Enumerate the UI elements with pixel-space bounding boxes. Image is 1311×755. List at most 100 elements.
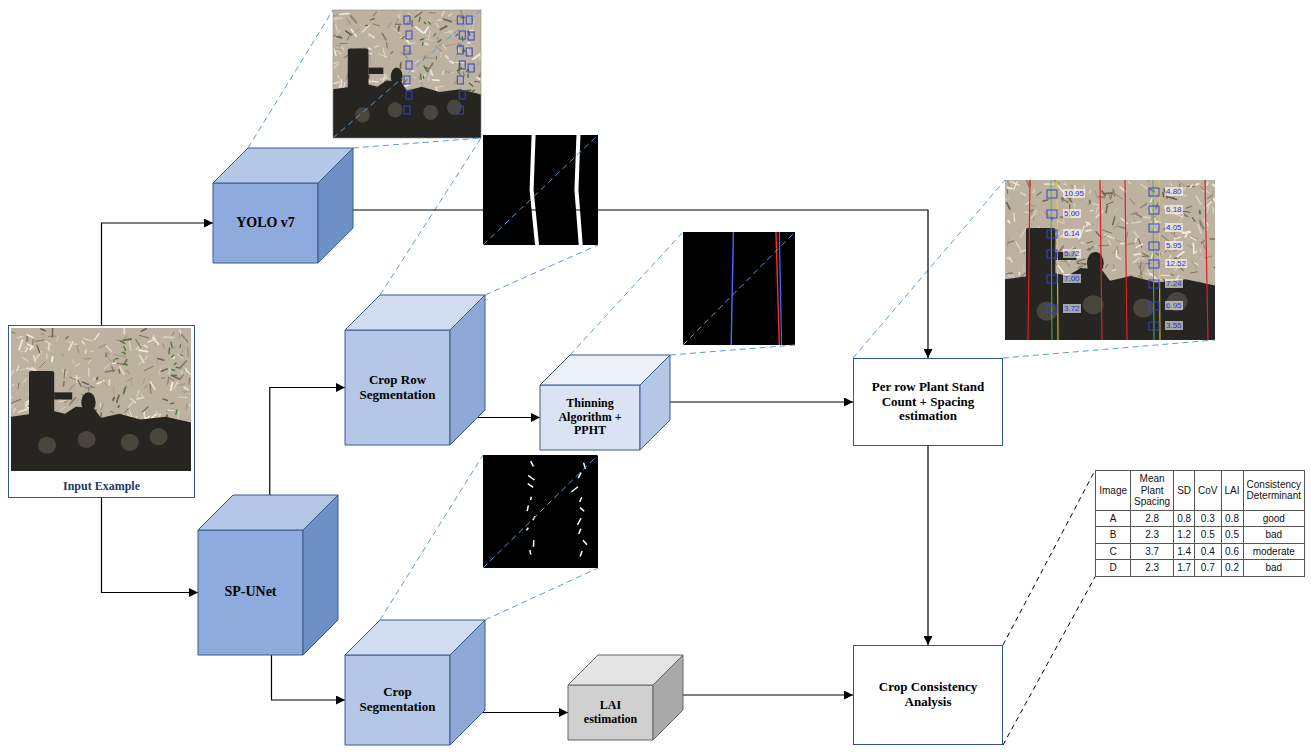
seedlings	[115, 341, 181, 418]
soil-speck	[477, 77, 481, 80]
soil-speck	[1057, 221, 1064, 224]
shadow-gap	[38, 437, 56, 454]
soil-speck	[149, 385, 151, 394]
soil-speck	[1086, 222, 1090, 224]
soil-speck	[1044, 212, 1051, 218]
crop-fragment	[528, 484, 533, 488]
soil-speck	[1184, 213, 1185, 217]
table-cell: 1.2	[1174, 527, 1195, 544]
soil-speck	[1062, 199, 1070, 203]
soil-speck	[333, 82, 340, 84]
table-cell: 2.3	[1131, 527, 1174, 544]
soil-speck	[1142, 255, 1148, 257]
table-cell: 0.7	[1195, 560, 1221, 577]
process-label: Crop Consistency Analysis	[860, 680, 996, 710]
shadow-gaps	[355, 100, 462, 123]
soil-speck	[346, 31, 352, 35]
soil-speck	[26, 336, 28, 341]
soil-speck	[1087, 248, 1089, 250]
soil-speck	[1074, 204, 1075, 207]
soil-speck	[368, 80, 378, 82]
shadow-gap	[355, 107, 370, 122]
soil-speck	[379, 54, 387, 57]
process-label: Per row Plant Stand Count + Spacing esti…	[860, 380, 996, 425]
callout-line	[1003, 470, 1095, 645]
soil-speck	[108, 380, 110, 385]
seedling	[428, 22, 430, 25]
soil-speck	[425, 39, 433, 40]
soil-speck	[131, 377, 132, 385]
table-cell: SD	[1174, 471, 1195, 511]
soil-speck	[1212, 209, 1214, 212]
soil-speck	[1187, 186, 1194, 188]
soil-speck	[41, 329, 45, 331]
soil-speck	[69, 342, 73, 350]
spacing-value: 3.55	[1165, 321, 1183, 330]
projection-line	[483, 455, 598, 568]
soil-speck	[46, 354, 48, 359]
soil-speck	[1142, 258, 1144, 260]
soil-speck	[1133, 258, 1140, 263]
soil-speck	[477, 63, 478, 65]
soil-speck	[61, 407, 65, 409]
seedling	[171, 342, 172, 347]
shadow-arm	[369, 68, 384, 74]
soil-speck	[339, 13, 348, 15]
soil-speck	[23, 379, 27, 383]
result-image	[1003, 180, 1223, 348]
flow-arrow	[270, 388, 345, 496]
process-box: Crop Consistency Analysis	[853, 645, 1003, 745]
image-frame	[333, 10, 481, 138]
soil-speck	[51, 357, 54, 361]
soil-speck	[1214, 267, 1215, 270]
soil-speck	[1027, 181, 1029, 187]
soil-speck	[413, 77, 415, 78]
soil-speck	[106, 355, 111, 361]
projection-lines	[380, 455, 598, 620]
seedling	[120, 341, 125, 344]
soil-speck	[386, 42, 388, 48]
soil-speck	[59, 400, 67, 401]
soil-speck	[1194, 263, 1197, 265]
soil-speck	[397, 27, 400, 31]
crop-fragment	[583, 540, 587, 544]
cube-shape	[345, 295, 485, 445]
soil-speck	[185, 404, 187, 409]
soil-speck	[168, 377, 169, 384]
soil-speck	[411, 55, 413, 57]
row-center-line	[1057, 180, 1058, 340]
soil-speck	[406, 40, 408, 42]
soil-speck	[369, 34, 374, 37]
soil-speck	[470, 30, 473, 32]
detection-box	[468, 64, 474, 72]
soil-speck	[125, 334, 127, 339]
soil-speck	[450, 61, 453, 63]
soil-speck	[1007, 258, 1010, 259]
soil-speck	[456, 34, 458, 36]
soil-speck	[19, 409, 28, 412]
soil-speck	[1089, 190, 1091, 194]
soil-speck	[82, 341, 85, 344]
soil-speck	[20, 368, 28, 370]
soil-speck	[1045, 183, 1054, 185]
text-area: YOLO v7	[213, 183, 318, 263]
soil-speck	[78, 380, 81, 386]
soil-speck	[85, 350, 87, 353]
projection-line	[333, 10, 481, 138]
soil-speck	[443, 19, 451, 22]
process-label: LAI estimation	[572, 699, 649, 727]
mask-ground	[683, 232, 795, 345]
soil-texture	[1005, 180, 1215, 340]
cube-front-face	[213, 183, 318, 263]
soil-speck	[90, 351, 93, 352]
spacing-value: 4.80	[1165, 187, 1183, 196]
soil-speck	[113, 398, 114, 400]
cube-side-face	[640, 355, 670, 450]
soil-speck	[1177, 252, 1183, 257]
table-row: A2.80.80.30.8good	[1096, 510, 1305, 527]
flow-arrow	[683, 694, 853, 695]
soil-speck	[1005, 198, 1009, 201]
soil-speck	[184, 387, 188, 390]
soil-speck	[1031, 205, 1035, 206]
soil-speck	[336, 45, 342, 46]
